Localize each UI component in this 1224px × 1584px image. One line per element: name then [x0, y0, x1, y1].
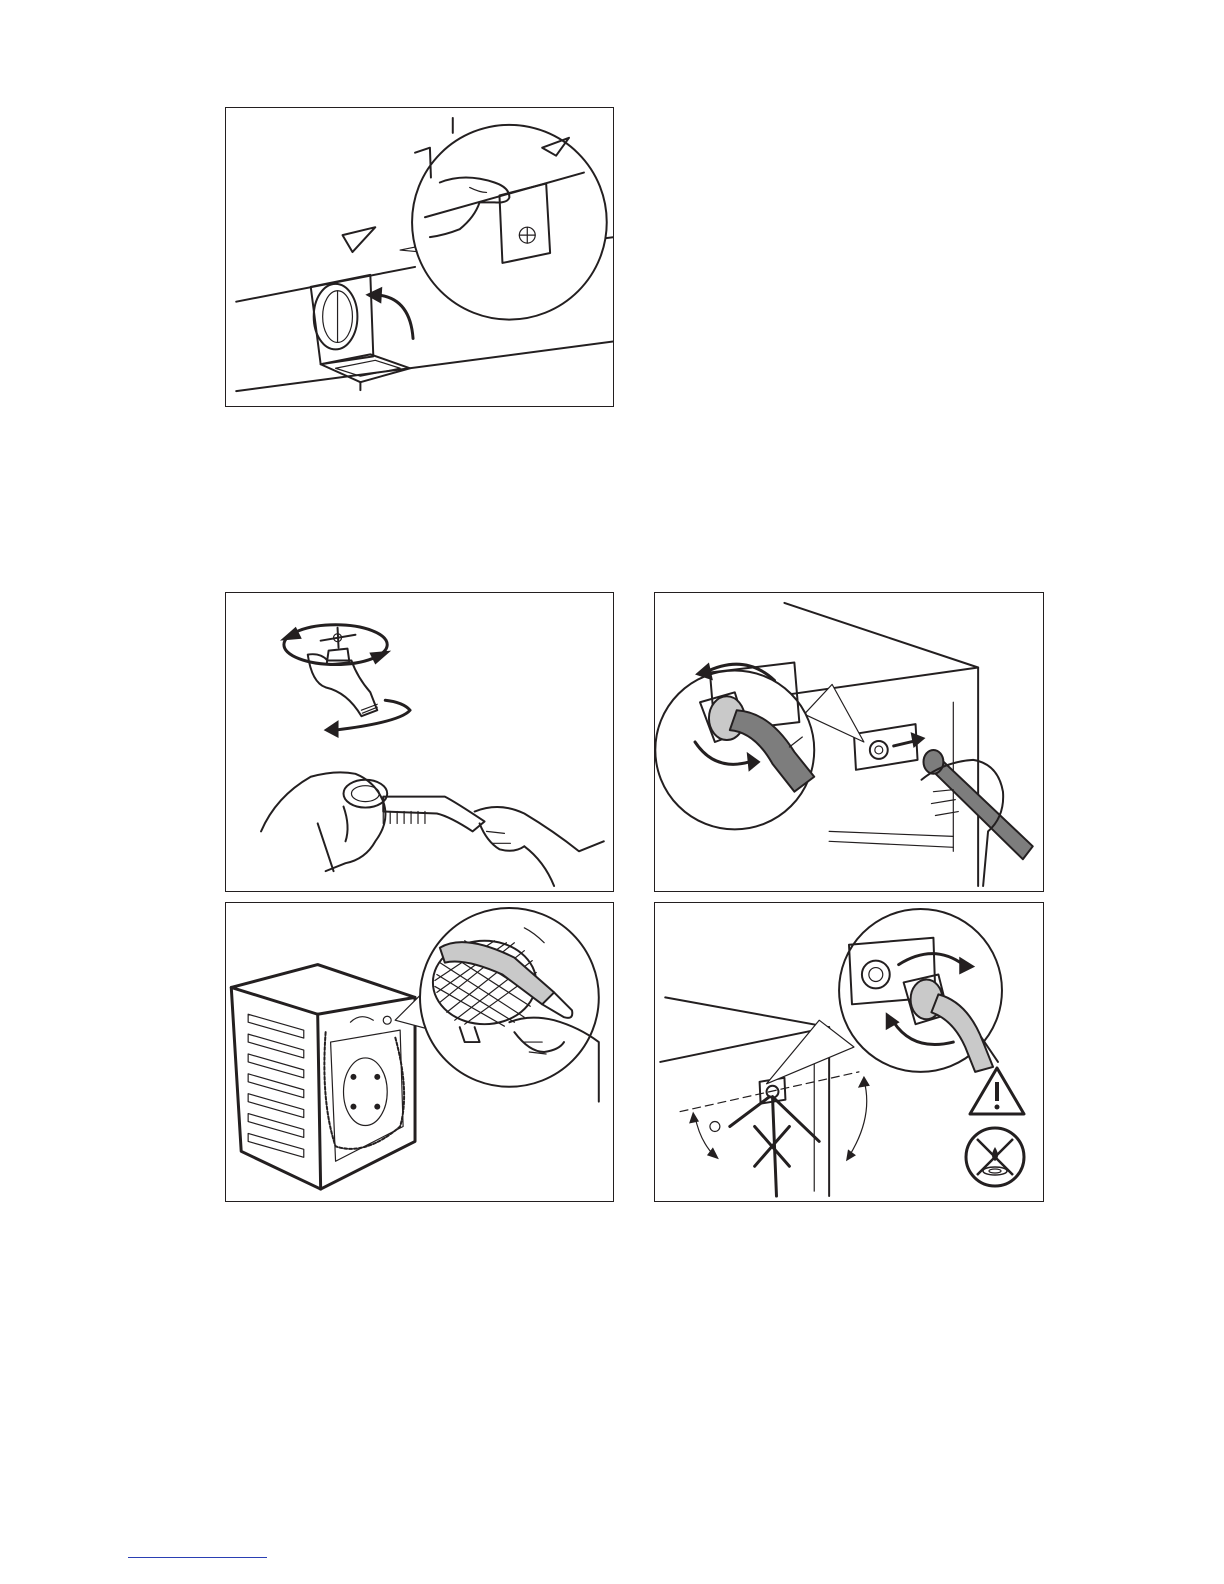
inlet-valve-filter-clean-icon — [226, 903, 613, 1201]
warning-triangle-icon — [967, 1065, 1027, 1117]
figure-inlet-hose-remove — [654, 592, 1044, 892]
footer-link-underline[interactable] — [128, 1557, 267, 1558]
figure-filter-flap — [225, 107, 614, 407]
tap-filter-clean-icon — [226, 593, 613, 891]
filter-flap-open-icon — [226, 108, 613, 406]
figure-tap-filter-clean — [225, 592, 614, 892]
figure-inlet-valve-filter-clean — [225, 902, 614, 1202]
no-water-leak-icon — [963, 1125, 1027, 1189]
figure-inlet-hose-reattach — [654, 902, 1044, 1202]
inlet-hose-remove-icon — [655, 593, 1043, 891]
